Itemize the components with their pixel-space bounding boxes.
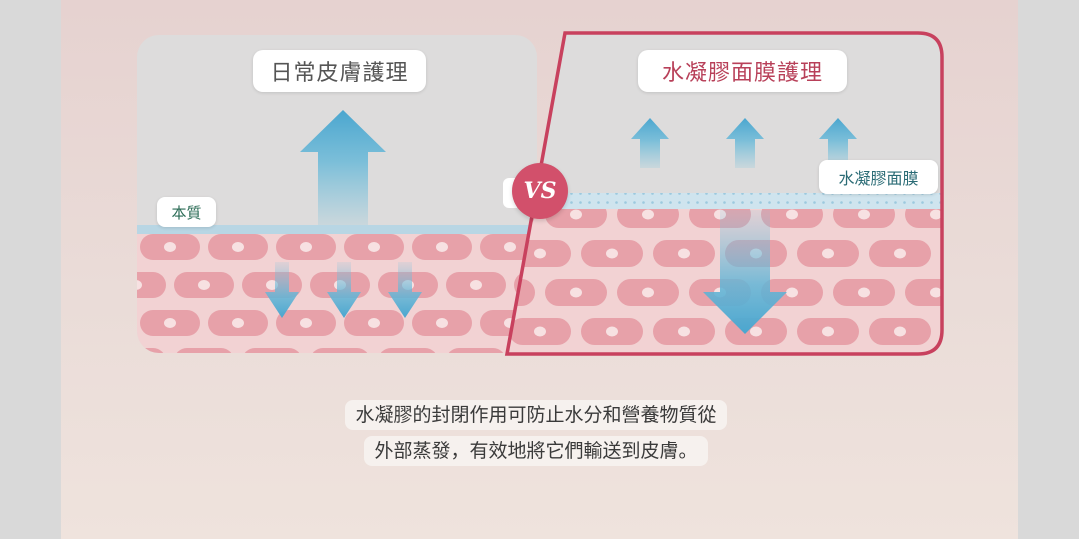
caption-line-1: 水凝膠的封閉作用可防止水分和營養物質從 [345, 400, 727, 430]
down-arrow-icon [265, 262, 299, 318]
up-arrow-icon [726, 118, 764, 168]
vs-badge: VS [512, 163, 568, 219]
hydrogel-mask-layer [507, 193, 942, 209]
hydrogel-mask-label: 水凝膠面膜 [819, 160, 938, 194]
right-letterbox [1018, 0, 1079, 539]
up-arrow-icon [631, 118, 669, 168]
left-letterbox [0, 0, 61, 539]
essence-label: 本質 [157, 197, 216, 227]
caption: 水凝膠的封閉作用可防止水分和營養物質從 外部蒸發，有效地將它們輸送到皮膚。 [288, 397, 784, 469]
essence-layer [137, 225, 537, 234]
up-arrow-icon [819, 118, 857, 168]
caption-line-2: 外部蒸發，有效地將它們輸送到皮膚。 [364, 436, 708, 466]
down-arrow-icon [703, 210, 787, 334]
down-arrow-icon [327, 262, 361, 318]
down-arrow-icon [388, 262, 422, 318]
up-arrow-icon [300, 110, 386, 225]
left-panel-title: 日常皮膚護理 [253, 50, 426, 92]
right-panel-title: 水凝膠面膜護理 [638, 50, 847, 92]
right-panel-border [504, 31, 944, 356]
